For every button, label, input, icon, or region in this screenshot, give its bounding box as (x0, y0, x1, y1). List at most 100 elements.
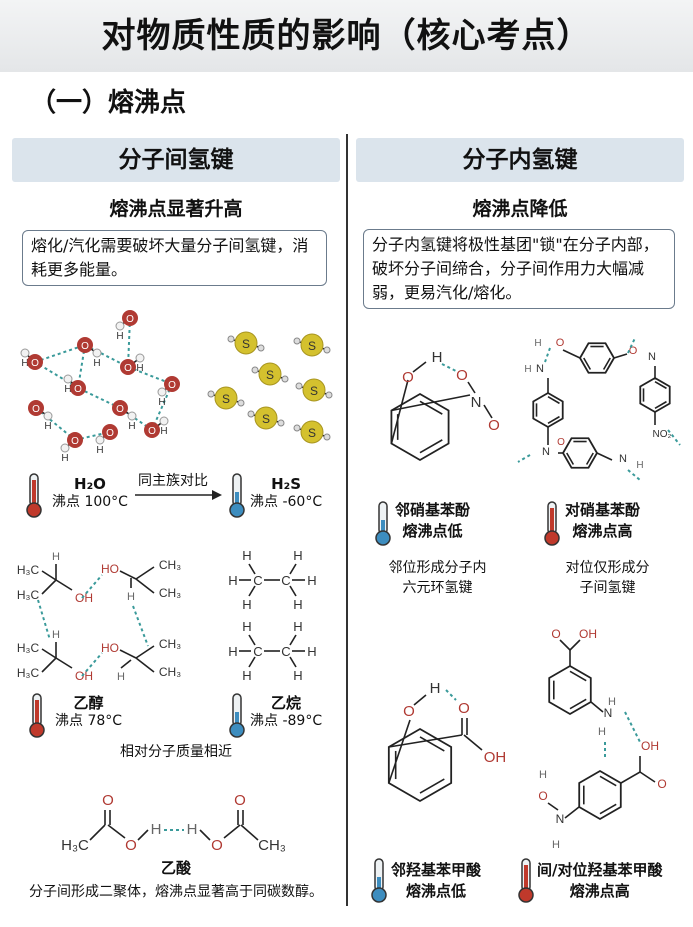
atom-label: O (402, 369, 414, 386)
ortho-nitro-desc: 邻位形成分子内六元环氢键 (360, 558, 515, 598)
benzene-ring (639, 376, 671, 414)
bond (599, 803, 617, 815)
hydrogen-atom (43, 411, 53, 421)
benzene-ring (548, 664, 592, 716)
bond (419, 736, 445, 752)
atom-label: H (127, 591, 135, 603)
hydrogen-atom (227, 335, 235, 343)
atom-label: S (310, 384, 318, 398)
sulfur-atom (302, 378, 326, 402)
hydrogen-atom (277, 419, 285, 427)
ethanol-name: 乙醇 (73, 694, 104, 712)
bond (289, 656, 297, 668)
atom-label: N (471, 394, 482, 411)
hydrogen-atom (207, 390, 215, 398)
bond (120, 659, 132, 669)
hydrogen-atom (115, 321, 125, 331)
atom-label: H₃C (17, 588, 40, 602)
meta-hba-label: 间/对位羟基苯甲酸熔沸点高 (537, 860, 662, 902)
atom-label: OH (579, 627, 597, 641)
oxygen-atom (27, 354, 43, 370)
bond (248, 563, 256, 575)
bond (119, 649, 137, 659)
bond (89, 824, 106, 841)
atom-label: H (242, 597, 251, 612)
atom-label: S (262, 412, 270, 426)
hydrogen-atom (293, 424, 301, 432)
bond (41, 657, 57, 673)
benzene-ring (532, 391, 564, 429)
hydrogen-atom (63, 374, 73, 384)
left-note: 熔化/汽化需要破坏大量分子间氢键，消耗更多能量。 (22, 230, 327, 286)
bond (547, 415, 560, 424)
sulfur-atom (300, 333, 324, 357)
atom-label: O (556, 337, 565, 349)
sulfur-atom (214, 386, 238, 410)
atom-label: CH₃ (159, 665, 181, 679)
bond (412, 361, 427, 373)
atom-label: O (125, 837, 137, 854)
bond (419, 439, 443, 454)
atom-label: H (93, 358, 100, 369)
atom-label: S (308, 339, 316, 353)
atom-label: O (488, 417, 500, 434)
atom-label: H (128, 421, 135, 432)
atom-label: O (234, 792, 246, 809)
atom-label: H (242, 619, 251, 634)
hydrogen-bond (517, 454, 531, 463)
desc-line: 六元环氢键 (402, 580, 473, 596)
hydrogen-bond (624, 711, 641, 743)
oxygen-atom (67, 432, 83, 448)
bond (559, 639, 571, 651)
bond (119, 570, 137, 580)
bond (585, 452, 594, 465)
para-nitro-label: 对硝基苯酚熔沸点高 (565, 500, 640, 542)
atom-label: C (253, 644, 262, 659)
atom-label: H (534, 338, 541, 349)
atom-label: H (228, 644, 237, 659)
left-header: 分子间氢键 (12, 138, 340, 182)
bond (596, 452, 613, 461)
meta-hba-bp: 熔沸点高 (569, 882, 630, 900)
ortho-nitro-bp: 熔沸点低 (402, 522, 463, 540)
atom-label: N (619, 453, 627, 465)
atom-label: H (117, 671, 125, 683)
atom-label: H (96, 445, 103, 456)
hydrogen-atom (237, 399, 245, 407)
hydrogen-atom (92, 348, 102, 358)
bond (547, 396, 560, 405)
bond (463, 734, 483, 751)
hydrogen-bond (151, 383, 173, 431)
oxygen-atom (164, 376, 180, 392)
atom-label: O (126, 314, 134, 325)
hydrogen-atom (323, 433, 331, 441)
bond (547, 802, 559, 811)
atom-label: H₃C (17, 563, 40, 577)
atom-label: H (44, 421, 51, 432)
ortho-nitro-name: 邻硝基苯酚 (395, 501, 471, 519)
oxygen-atom (122, 310, 138, 326)
atom-label: H (64, 384, 71, 395)
atom-label: H (52, 629, 60, 641)
oxygen-atom (112, 400, 128, 416)
hydrogen-atom (293, 337, 301, 345)
atom-label: S (308, 426, 316, 440)
atom-label: H₃C (17, 666, 40, 680)
bond (564, 806, 580, 819)
bond (620, 771, 641, 784)
atom-label: H (228, 573, 237, 588)
hydrogen-bond (37, 599, 51, 641)
divider (346, 134, 348, 906)
hydrogen-bond (132, 605, 149, 647)
atom-label: H₃C (17, 641, 40, 655)
hydrogen-bond (441, 363, 459, 373)
oxygen-atom (102, 424, 118, 440)
bond (289, 634, 297, 646)
atom-label: H (608, 696, 616, 708)
right-subtitle: 熔沸点降低 (472, 198, 568, 220)
atom-label: OH (484, 749, 507, 766)
hydrogen-atom (323, 346, 331, 354)
atom-label: O (538, 789, 547, 803)
bond (583, 357, 592, 370)
